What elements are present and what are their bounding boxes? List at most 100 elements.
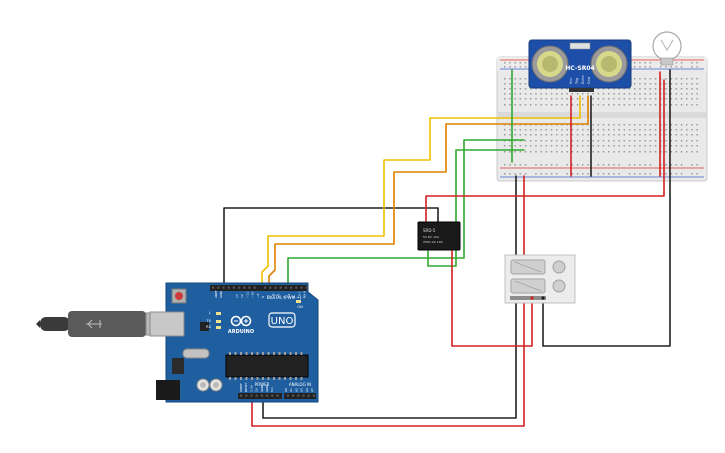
breadboard-hole: [628, 104, 631, 106]
breadboard-hole: [691, 129, 693, 131]
breadboard-hole: [680, 66, 683, 68]
relay-label: SRD-5: [423, 228, 436, 233]
breadboard-hole: [639, 140, 641, 142]
header-hole: [286, 394, 289, 397]
breadboard-hole: [608, 124, 610, 126]
breadboard-hole: [628, 98, 631, 100]
breadboard-hole: [592, 145, 594, 147]
breadboard-hole: [535, 164, 537, 166]
breadboard-hole: [524, 88, 527, 90]
breadboard-hole: [524, 140, 527, 142]
breadboard-hole: [597, 98, 600, 100]
breadboard-hole: [644, 140, 646, 142]
breadboard-hole: [519, 173, 522, 175]
breadboard-hole: [654, 145, 657, 147]
breadboard-hole: [665, 145, 667, 147]
breadboard-hole: [571, 134, 574, 136]
breadboard-hole: [618, 104, 620, 106]
breadboard-hole: [550, 164, 553, 166]
breadboard-hole: [634, 88, 636, 90]
breadboard-hole: [675, 62, 678, 64]
breadboard-hole: [576, 98, 579, 100]
pin-label: 7: [266, 296, 270, 298]
breadboard-hole: [665, 88, 667, 90]
pin-label: 2: [292, 296, 296, 298]
breadboard-hole: [524, 78, 527, 80]
breadboard-hole: [561, 140, 563, 142]
breadboard-hole: [504, 78, 506, 80]
breadboard-hole: [644, 88, 646, 90]
breadboard-hole: [649, 134, 652, 136]
pin-label: A0: [284, 388, 288, 392]
breadboard-hole: [686, 151, 688, 153]
relay-label: 5V DC 10A: [423, 235, 440, 239]
breadboard-hole: [566, 129, 568, 131]
breadboard-hole: [639, 98, 641, 100]
breadboard-hole: [686, 124, 688, 126]
breadboard-hole: [571, 173, 574, 175]
breadboard-hole: [556, 140, 558, 142]
header-hole: [227, 286, 230, 289]
breadboard-hole: [582, 104, 584, 106]
breadboard-hole: [686, 129, 688, 131]
chip-pin: [284, 352, 286, 355]
breadboard-hole: [514, 134, 516, 136]
breadboard-hole: [634, 93, 636, 95]
ultrasonic-sensor: HC-SR04 Vcc Trig Echo Gnd: [528, 39, 632, 92]
breadboard-hole: [576, 104, 579, 106]
breadboard-hole: [545, 164, 548, 166]
breadboard-hole: [649, 66, 652, 68]
chip-pin: [284, 377, 286, 380]
breadboard-hole: [623, 129, 626, 131]
breadboard-hole: [618, 124, 620, 126]
breadboard-hole: [639, 134, 641, 136]
breadboard-hole: [675, 98, 678, 100]
pin-label: A2: [294, 388, 298, 392]
breadboard-hole: [550, 104, 553, 106]
pin-label: RX 0: [303, 291, 307, 298]
pin-label: Vin: [270, 387, 274, 392]
breadboard-hole: [602, 124, 605, 126]
breadboard-hole: [680, 93, 683, 95]
pin-label: A4: [305, 388, 309, 392]
breadboard-hole: [582, 151, 584, 153]
breadboard-hole: [540, 164, 542, 166]
breadboard-hole: [644, 151, 646, 153]
breadboard-hole: [680, 124, 683, 126]
breadboard-hole: [654, 93, 657, 95]
breadboard-hole: [524, 62, 527, 64]
chip-pin: [289, 377, 292, 380]
header-hole: [255, 394, 258, 397]
breadboard-hole: [665, 66, 667, 68]
breadboard-hole: [509, 88, 511, 90]
breadboard-hole: [628, 145, 631, 147]
breadboard-hole: [634, 62, 636, 64]
breadboard-hole: [535, 129, 537, 131]
breadboard-hole: [566, 145, 568, 147]
breadboard-hole: [587, 151, 589, 153]
breadboard-hole: [566, 140, 568, 142]
breadboard-hole: [524, 93, 527, 95]
breadboard-hole: [576, 93, 579, 95]
breadboard-hole: [654, 124, 657, 126]
pin-label: ~10: [251, 292, 255, 298]
header-hole: [305, 286, 308, 289]
breadboard-hole: [670, 164, 672, 166]
on-led-label: ON: [297, 305, 303, 309]
breadboard-hole: [691, 164, 693, 166]
breadboard-hole: [519, 129, 522, 131]
breadboard-hole: [680, 164, 683, 166]
breadboard-hole: [571, 140, 574, 142]
breadboard-hole: [509, 104, 511, 106]
breadboard-hole: [576, 173, 579, 175]
chip-pins: [229, 352, 303, 380]
breadboard-hole: [530, 129, 532, 131]
chip-pin: [245, 377, 248, 380]
breadboard-hole: [608, 173, 610, 175]
breadboard-hole: [597, 140, 600, 142]
breadboard-hole: [597, 145, 600, 147]
breadboard-hole: [530, 134, 532, 136]
